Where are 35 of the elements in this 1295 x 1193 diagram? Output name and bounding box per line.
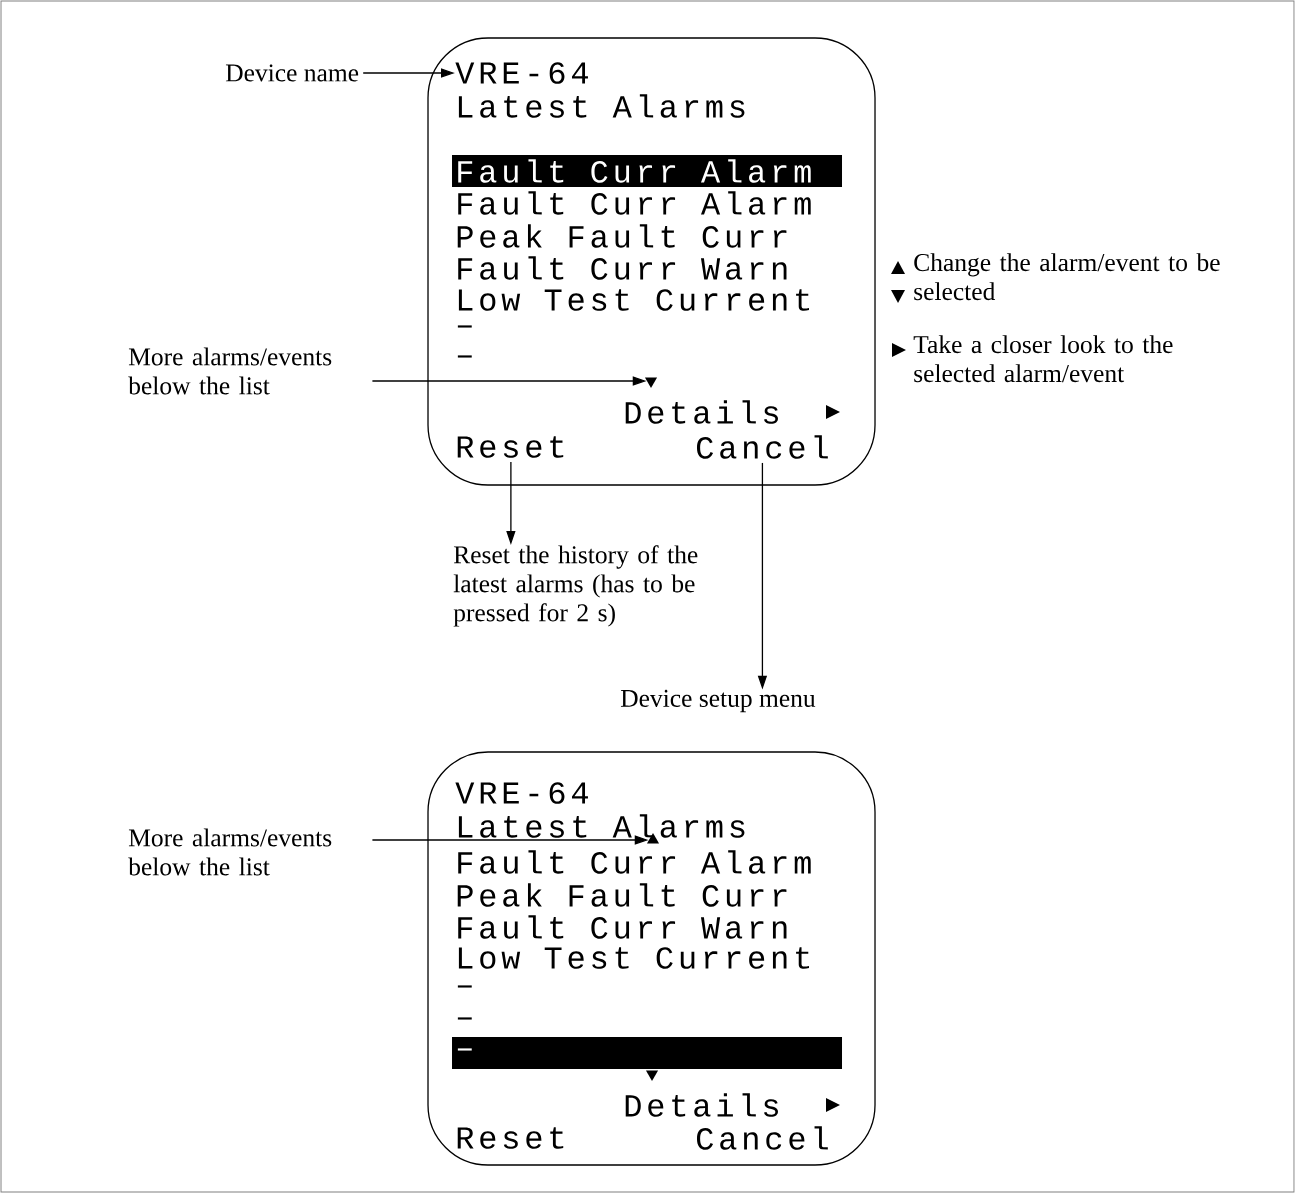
screen-text: – bbox=[457, 355, 472, 358]
screen-text: Fault Curr Warn bbox=[458, 915, 787, 939]
screen-text: Peak Fault Curr bbox=[457, 224, 787, 248]
annotation-text: Reset the history of the latest alarms (has to be pressed for 2 s) bbox=[453, 545, 698, 627]
screen-text: VRE-64 bbox=[455, 62, 588, 84]
screen-text: – bbox=[457, 325, 472, 328]
annotation-text: Device setup menu bbox=[620, 689, 816, 713]
screen-text: – bbox=[457, 1017, 472, 1020]
screen-text: VRE-64 bbox=[455, 782, 588, 804]
annotation-text: More alarms/events below the list bbox=[128, 347, 332, 395]
screen-text: Peak Fault Curr bbox=[457, 883, 787, 907]
highlighted-row: Fault Curr Alarm bbox=[452, 155, 842, 187]
annotation-text: Take a closer look to the selected alarm/event bbox=[913, 335, 1173, 383]
annotation-text: More alarms/events below the list bbox=[128, 828, 332, 876]
annotation-text: Device name bbox=[225, 64, 359, 82]
scroll-triangle bbox=[645, 1070, 659, 1081]
screen-text: Fault Curr Alarm bbox=[458, 191, 811, 215]
display-screen bbox=[427, 37, 876, 486]
screen-text: Low Test Current bbox=[458, 289, 809, 311]
screen-text: Cancel bbox=[697, 1126, 828, 1150]
screen-text: – bbox=[457, 985, 472, 988]
screen-text: Reset bbox=[457, 1127, 564, 1149]
softkey-label: Details bbox=[625, 1093, 840, 1117]
screen-text: Cancel bbox=[697, 435, 828, 459]
screen-text: Fault Curr Alarm bbox=[458, 850, 811, 874]
highlighted-row: – bbox=[452, 1037, 842, 1069]
softkey-label: Details bbox=[625, 400, 840, 424]
screen-text: Latest Alarms bbox=[458, 94, 745, 118]
scroll-triangle bbox=[644, 377, 658, 388]
screen-text: Fault Curr Warn bbox=[458, 256, 787, 280]
display-screen bbox=[427, 751, 876, 1166]
annotation-text: Change the alarm/event to be selected bbox=[914, 253, 1220, 301]
screen-text: Low Test Current bbox=[458, 947, 809, 969]
screen-text: Latest Alarms bbox=[458, 814, 745, 838]
screen-text: Reset bbox=[457, 436, 564, 458]
